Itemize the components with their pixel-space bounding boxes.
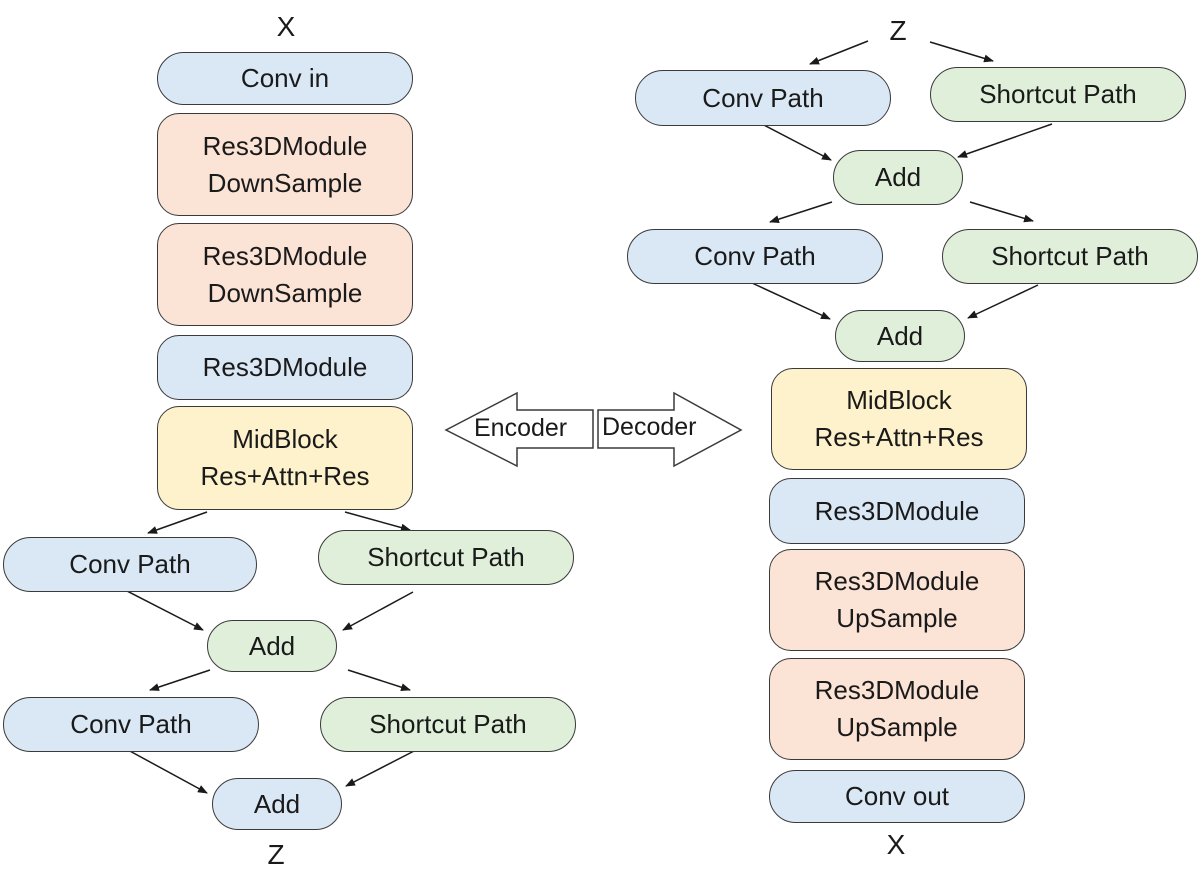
block-line-2: UpSample xyxy=(836,712,958,742)
arrow-enc-add1-to-shortcut2 xyxy=(347,669,411,692)
decoder-midblock: MidBlock Res+Attn+Res xyxy=(771,368,1027,470)
block-line-2: DownSample xyxy=(207,277,363,308)
arrow-dec-shortcut2-to-add2 xyxy=(967,284,1039,319)
block-text: Shortcut Path xyxy=(367,542,525,572)
arrow-enc-shortcut2-to-add2 xyxy=(345,749,417,787)
conv-in-block: Conv in xyxy=(157,52,413,105)
decoder-shortcut-path-1: Shortcut Path xyxy=(930,67,1186,122)
decoder-input-label: Z xyxy=(889,15,907,46)
arrow-enc-add1-to-conv2 xyxy=(149,669,211,691)
block-text: Shortcut Path xyxy=(979,79,1137,109)
decoder-add-2: Add xyxy=(835,310,965,362)
encoder-arrow-label: Encoder xyxy=(474,414,568,442)
arrow-enc-mid-to-shortcut1 xyxy=(344,511,411,532)
decoder-arrow-label: Decoder xyxy=(602,413,697,441)
decoder-arrow-shape xyxy=(597,391,743,468)
arrow-dec-shortcut1-to-add1 xyxy=(957,123,1053,158)
encoder-add-1: Add xyxy=(207,620,337,672)
arrow-enc-conv2-to-add2 xyxy=(127,749,208,794)
block-text: Add xyxy=(248,630,296,661)
block-text: Conv Path xyxy=(694,241,816,271)
block-text: Shortcut Path xyxy=(991,241,1149,271)
encoder-add-2: Add xyxy=(212,778,342,830)
decoder-output-label: X xyxy=(886,829,906,860)
encoder-arrow-shape xyxy=(444,391,594,468)
block-text: Res3DModule xyxy=(202,352,368,382)
block-line-1: Res3DModule xyxy=(202,130,368,161)
decoder-conv-path-1: Conv Path xyxy=(635,70,891,126)
block-text: Conv Path xyxy=(69,549,191,579)
arrow-enc-shortcut1-to-add1 xyxy=(342,591,414,631)
block-line-2: Res+Attn+Res xyxy=(814,422,984,452)
block-line-2: Res+Attn+Res xyxy=(200,461,370,491)
decoder-conv-path-2: Conv Path xyxy=(627,229,883,284)
decoder-shortcut-path-2: Shortcut Path xyxy=(942,229,1198,284)
decoder-res-upsample-block-2: Res3DModule UpSample xyxy=(769,658,1025,760)
encoder-conv-path-2: Conv Path xyxy=(3,697,259,752)
encoder-midblock: MidBlock Res+Attn+Res xyxy=(157,406,413,510)
encoder-res-downsample-block-2: Res3DModule DownSample xyxy=(157,223,413,326)
block-text: Add xyxy=(876,320,924,351)
block-text: Add xyxy=(874,162,922,192)
block-text: Add xyxy=(253,788,301,819)
arrow-dec-conv2-to-add2 xyxy=(751,282,831,320)
arrow-dec-add1-to-shortcut2 xyxy=(969,201,1034,223)
decoder-res-upsample-block-1: Res3DModule UpSample xyxy=(769,549,1025,651)
block-line-1: Res3DModule xyxy=(814,675,980,705)
arrow-enc-conv1-to-add1 xyxy=(124,589,204,631)
block-text: Conv Path xyxy=(702,82,824,113)
encoder-res-downsample-block-1: Res3DModule DownSample xyxy=(157,113,413,216)
block-line-2: UpSample xyxy=(836,603,958,633)
arrow-dec-z-to-shortcut1 xyxy=(929,41,994,63)
decoder-add-1: Add xyxy=(833,150,963,205)
block-line-1: Res3DModule xyxy=(202,240,368,271)
block-line-2: DownSample xyxy=(207,167,363,198)
block-text: Conv Path xyxy=(70,709,192,739)
encoder-res3d-block: Res3DModule xyxy=(157,335,413,400)
conv-out-block: Conv out xyxy=(769,770,1025,823)
block-line-1: MidBlock xyxy=(232,424,338,454)
block-line-1: MidBlock xyxy=(846,385,952,415)
arrow-dec-conv1-to-add1 xyxy=(759,122,832,161)
encoder-input-label: X xyxy=(276,11,296,42)
conv-in-text: Conv in xyxy=(240,63,330,93)
conv-out-text: Conv out xyxy=(844,781,950,811)
arrow-enc-mid-to-conv1 xyxy=(147,511,208,534)
encoder-shortcut-path-1: Shortcut Path xyxy=(318,530,574,585)
block-text: Res3DModule xyxy=(814,495,980,526)
block-text: Shortcut Path xyxy=(369,709,527,739)
encoder-shortcut-path-2: Shortcut Path xyxy=(320,697,576,752)
encoder-conv-path-1: Conv Path xyxy=(3,537,257,592)
decoder-res3d-block: Res3DModule xyxy=(769,478,1025,544)
arrow-dec-z-to-conv1 xyxy=(809,40,869,65)
encoder-output-label: Z xyxy=(267,839,285,870)
block-line-1: Res3DModule xyxy=(814,566,980,596)
arrow-dec-add1-to-conv2 xyxy=(769,201,833,224)
